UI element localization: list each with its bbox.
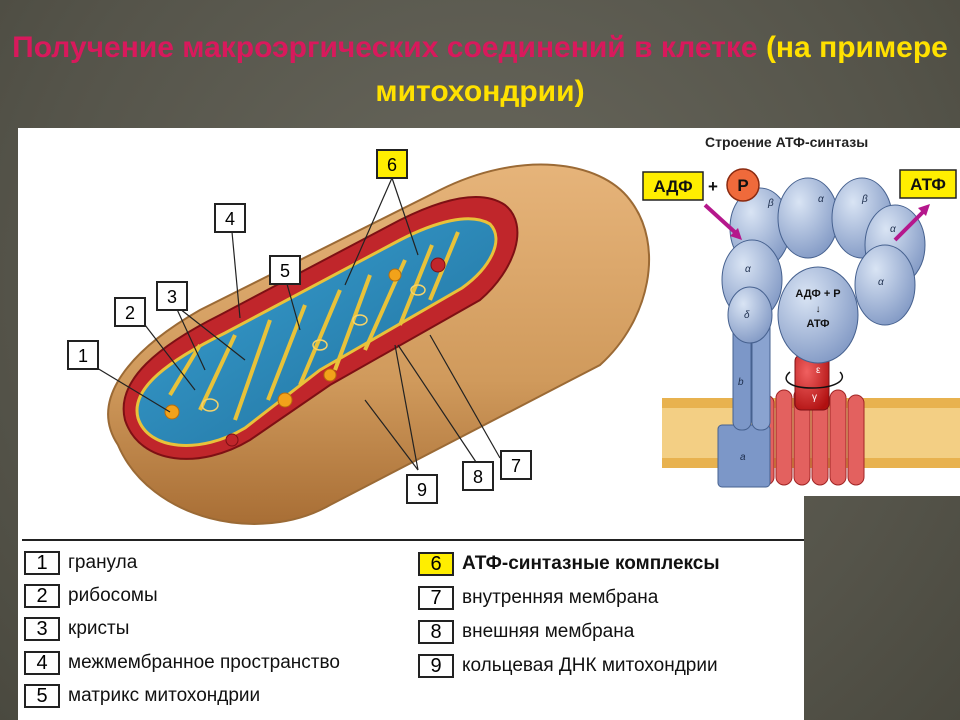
- legend-item-7: 7 внутренняя мембрана: [418, 585, 658, 611]
- adp-label: АДФ: [653, 177, 692, 196]
- label-box-4: 4: [214, 203, 246, 233]
- svg-text:3: 3: [167, 287, 177, 307]
- legend-number: 2: [24, 584, 60, 608]
- legend-number: 7: [418, 586, 454, 610]
- legend-number: 4: [24, 651, 60, 675]
- legend-item-2: 2 рибосомы: [24, 583, 158, 609]
- atp-box: [899, 169, 957, 199]
- diagram-number-labels: 1 2 3 4 5 6 7 8: [67, 149, 532, 504]
- matrix: [135, 217, 498, 447]
- legend-number: 5: [24, 684, 60, 708]
- legend-item-6: 6 АТФ-синтазные комплексы: [418, 551, 720, 577]
- svg-text:8: 8: [473, 467, 483, 487]
- legend-divider: [22, 539, 804, 541]
- legend-item-9: 9 кольцевая ДНК митохондрии: [418, 653, 718, 679]
- atp-out-arrow-icon: [893, 204, 930, 242]
- legend-item-3: 3 кристы: [24, 616, 129, 642]
- legend-number: 8: [418, 620, 454, 644]
- legend-number: 9: [418, 654, 454, 678]
- legend-item-4: 4 межмембранное пространство: [24, 650, 340, 676]
- a-subunit-label: a: [740, 452, 746, 463]
- legend-number: 3: [24, 617, 60, 641]
- label-box-9: 9: [406, 474, 438, 504]
- dna-rings: [201, 284, 426, 412]
- beta-label-1: β: [767, 198, 774, 209]
- svg-text:6: 6: [387, 155, 397, 175]
- atp-synthase-title: Строение АТФ-синтазы: [705, 134, 869, 150]
- gamma-label: γ: [812, 392, 817, 403]
- legend-item-1: 1 гранула: [24, 550, 137, 576]
- center-arrow: ↓: [816, 304, 821, 315]
- svg-text:7: 7: [511, 456, 521, 476]
- atp-synthase-drawing: a b γ ε β α β α α α δ АДФ + Р ↓ АТФ: [642, 168, 960, 488]
- legend-text: кольцевая ДНК митохондрии: [462, 655, 718, 676]
- label-box-5: 5: [269, 255, 301, 285]
- phosphate-label: Р: [737, 176, 748, 195]
- label-box-8: 8: [462, 461, 494, 491]
- svg-text:4: 4: [225, 209, 235, 229]
- b-label: b: [738, 377, 744, 388]
- legend-text: рибосомы: [68, 585, 158, 606]
- alpha-label-4: α: [878, 277, 884, 288]
- alpha-label-1: α: [818, 194, 824, 205]
- beta-label-2: β: [861, 194, 868, 205]
- svg-text:9: 9: [417, 480, 427, 500]
- label-box-1: 1: [67, 340, 99, 370]
- title-part-2: (на примере митохондрии): [375, 31, 948, 108]
- svg-text:2: 2: [125, 303, 135, 323]
- atp-label: АТФ: [910, 175, 946, 194]
- svg-text:5: 5: [280, 261, 290, 281]
- legend-text: кристы: [68, 618, 130, 639]
- phosphate-circle: [726, 168, 760, 202]
- legend-number: 6: [418, 552, 454, 576]
- legend-number: 1: [24, 551, 60, 575]
- adp-in-arrow-icon: [703, 203, 742, 240]
- adp-box: [642, 171, 704, 201]
- legend-text: гранула: [68, 552, 138, 573]
- f1-head: [721, 177, 926, 364]
- legend-text: межмембранное пространство: [68, 652, 340, 673]
- svg-text:1: 1: [78, 346, 88, 366]
- center-reaction-line1: АДФ + Р: [795, 288, 840, 300]
- label-box-3: 3: [156, 281, 188, 311]
- epsilon-label: ε: [816, 365, 821, 376]
- legend-text: внешняя мембрана: [462, 621, 635, 642]
- granules: [164, 257, 446, 447]
- label-box-6: 6: [376, 149, 408, 179]
- alpha-label-2: α: [890, 224, 896, 235]
- leader-lines: [96, 177, 501, 471]
- legend-text: матрикс митохондрии: [68, 685, 261, 706]
- label-box-7: 7: [500, 450, 532, 480]
- legend-text: внутренняя мембрана: [462, 587, 659, 608]
- legend-item-5: 5 матрикс митохондрии: [24, 683, 260, 709]
- rotation-arrow-icon: [785, 371, 843, 389]
- legend-text: АТФ-синтазные комплексы: [462, 553, 720, 574]
- center-reaction-line2: АТФ: [806, 318, 829, 330]
- title-part-1: Получение макроэргических соединений в к…: [12, 31, 758, 64]
- alpha-label-3: α: [745, 264, 751, 275]
- delta-label: δ: [744, 310, 750, 321]
- plus-label: +: [708, 177, 718, 196]
- slide-title: Получение макроэргических соединений в к…: [0, 26, 960, 114]
- legend-item-8: 8 внешняя мембрана: [418, 619, 634, 645]
- label-box-2: 2: [114, 297, 146, 327]
